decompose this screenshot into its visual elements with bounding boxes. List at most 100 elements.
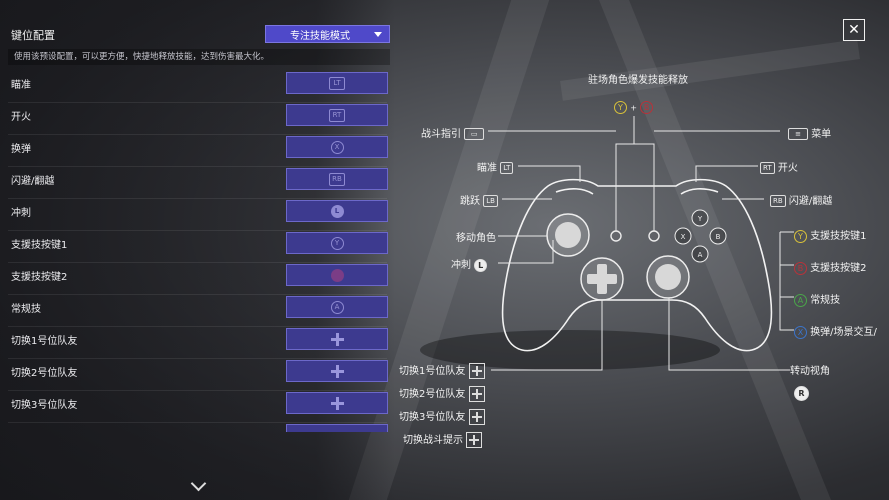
binding-slot[interactable]: LT xyxy=(286,72,388,94)
binding-label: 瞄准 xyxy=(11,80,31,91)
rb-badge-icon: RB xyxy=(770,195,786,207)
camera-stick: R xyxy=(794,386,809,401)
binding-row: 切换3号位队友 xyxy=(0,392,395,423)
jump-label: 跳跃 LB xyxy=(460,192,498,207)
callout-lines xyxy=(488,116,794,371)
view-button-icon xyxy=(610,230,622,242)
binding-label: 闪避/翻越 xyxy=(11,176,55,187)
controller-outline xyxy=(501,178,773,352)
panel-title: 键位配置 xyxy=(11,29,55,42)
binding-row: 瞄准 LT xyxy=(0,72,395,103)
row-divider xyxy=(8,358,387,359)
binding-label: 换弹 xyxy=(11,144,31,155)
dodge-label: RB 闪避/翻越 xyxy=(770,192,832,207)
binding-slot[interactable]: RB xyxy=(286,168,388,190)
binding-slot[interactable]: L xyxy=(286,200,388,222)
row-divider xyxy=(8,166,387,167)
move-label: 移动角色 xyxy=(456,233,496,244)
row-divider xyxy=(8,422,387,423)
dpad-icon xyxy=(330,332,344,346)
binding-label: 支援技按键1 xyxy=(11,240,68,251)
y-face-button-icon xyxy=(691,209,709,227)
row-divider xyxy=(8,262,387,263)
binding-row: 闪避/翻越 RB xyxy=(0,168,395,199)
chevron-down-icon xyxy=(374,31,382,37)
binding-label: 常规技 xyxy=(11,304,41,315)
left-stick-icon: L xyxy=(474,258,488,272)
binding-slot[interactable] xyxy=(286,360,388,382)
support1-label: Y 支援技按键1 xyxy=(794,227,867,243)
burst-skill-label: 驻场角色爆发技能释放 xyxy=(588,75,688,86)
battle-guide-label: 战斗指引 ▭ xyxy=(421,125,485,140)
binding-slot[interactable]: Y xyxy=(286,232,388,254)
a-button-icon: A xyxy=(794,293,807,307)
x-face-label: X xyxy=(681,233,686,241)
normal-skill-label: A 常规技 xyxy=(794,291,840,307)
binding-label: 切换1号位队友 xyxy=(11,336,78,347)
binding-row-partial xyxy=(0,424,395,432)
a-face-button-icon xyxy=(691,245,709,263)
lt-badge-icon: LT xyxy=(500,162,514,174)
dpad-icon xyxy=(580,257,624,301)
binding-row: 常规技 A xyxy=(0,296,395,327)
b-button-icon: B xyxy=(794,261,807,275)
row-divider xyxy=(8,326,387,327)
dpad-icon xyxy=(468,409,485,425)
lb-badge-icon: LB xyxy=(483,195,498,207)
b-face-label: B xyxy=(716,233,721,241)
binding-row: 切换2号位队友 xyxy=(0,360,395,391)
dpad-icon xyxy=(468,363,485,379)
dpad-icon xyxy=(330,364,344,378)
left-stick-icon: L xyxy=(330,204,344,218)
camera-label: 转动视角 xyxy=(790,366,830,377)
b-button-icon: B xyxy=(640,101,654,114)
support2-label: B 支援技按键2 xyxy=(794,259,867,275)
row-divider xyxy=(8,134,387,135)
x-button-icon: X xyxy=(330,140,344,154)
row-divider xyxy=(8,230,387,231)
binding-slot[interactable]: RT xyxy=(286,104,388,126)
binding-slot[interactable] xyxy=(286,264,388,286)
dpad-right-label: 切换2号位队友 xyxy=(399,385,485,402)
binding-slot[interactable] xyxy=(286,328,388,350)
menu-icon: ≡ xyxy=(788,128,808,140)
binding-label: 开火 xyxy=(11,112,31,123)
y-button-icon: Y xyxy=(614,101,627,114)
binding-slot[interactable] xyxy=(286,392,388,414)
rt-badge-icon: RT xyxy=(329,108,345,122)
binding-row: 支援技按键2 xyxy=(0,264,395,295)
row-divider xyxy=(8,198,387,199)
row-divider xyxy=(8,294,387,295)
preset-description: 使用该预设配置，可以更方便，快捷地释放技能，达到伤害最大化。 xyxy=(8,49,390,65)
dpad-icon xyxy=(466,432,483,448)
aim-label: 瞄准 LT xyxy=(477,159,514,174)
dpad-left-label: 切换3号位队友 xyxy=(399,408,485,425)
dpad-icon xyxy=(330,396,344,410)
dpad-icon xyxy=(468,386,485,402)
menu-button-icon xyxy=(648,230,660,242)
burst-combo: Y + B xyxy=(614,101,654,114)
mode-dropdown[interactable]: 专注技能模式 xyxy=(265,25,390,43)
right-stick-icon: R xyxy=(794,386,809,401)
rb-badge-icon: RB xyxy=(329,172,345,186)
binding-row: 开火 RT xyxy=(0,104,395,135)
binding-label: 冲刺 xyxy=(11,208,31,219)
y-button-icon: Y xyxy=(330,236,344,250)
reload-label: X 换弹/场景交互/ xyxy=(794,323,877,339)
dpad-up-label: 切换1号位队友 xyxy=(399,362,485,379)
binding-label: 切换2号位队友 xyxy=(11,368,78,379)
binding-label: 支援技按键2 xyxy=(11,272,68,283)
keyboard-icon: ▭ xyxy=(464,128,485,140)
close-button[interactable]: ✕ xyxy=(843,19,865,41)
row-divider xyxy=(8,102,387,103)
left-stick-icon xyxy=(546,213,590,257)
menu-label: ≡ 菜单 xyxy=(788,125,831,140)
close-icon: ✕ xyxy=(848,22,860,38)
combo-plus: + xyxy=(630,103,637,113)
binding-slot[interactable]: X xyxy=(286,136,388,158)
binding-slot[interactable]: A xyxy=(286,296,388,318)
binding-slot[interactable] xyxy=(286,424,388,432)
lt-badge-icon: LT xyxy=(329,76,345,90)
a-face-label: A xyxy=(698,251,703,259)
